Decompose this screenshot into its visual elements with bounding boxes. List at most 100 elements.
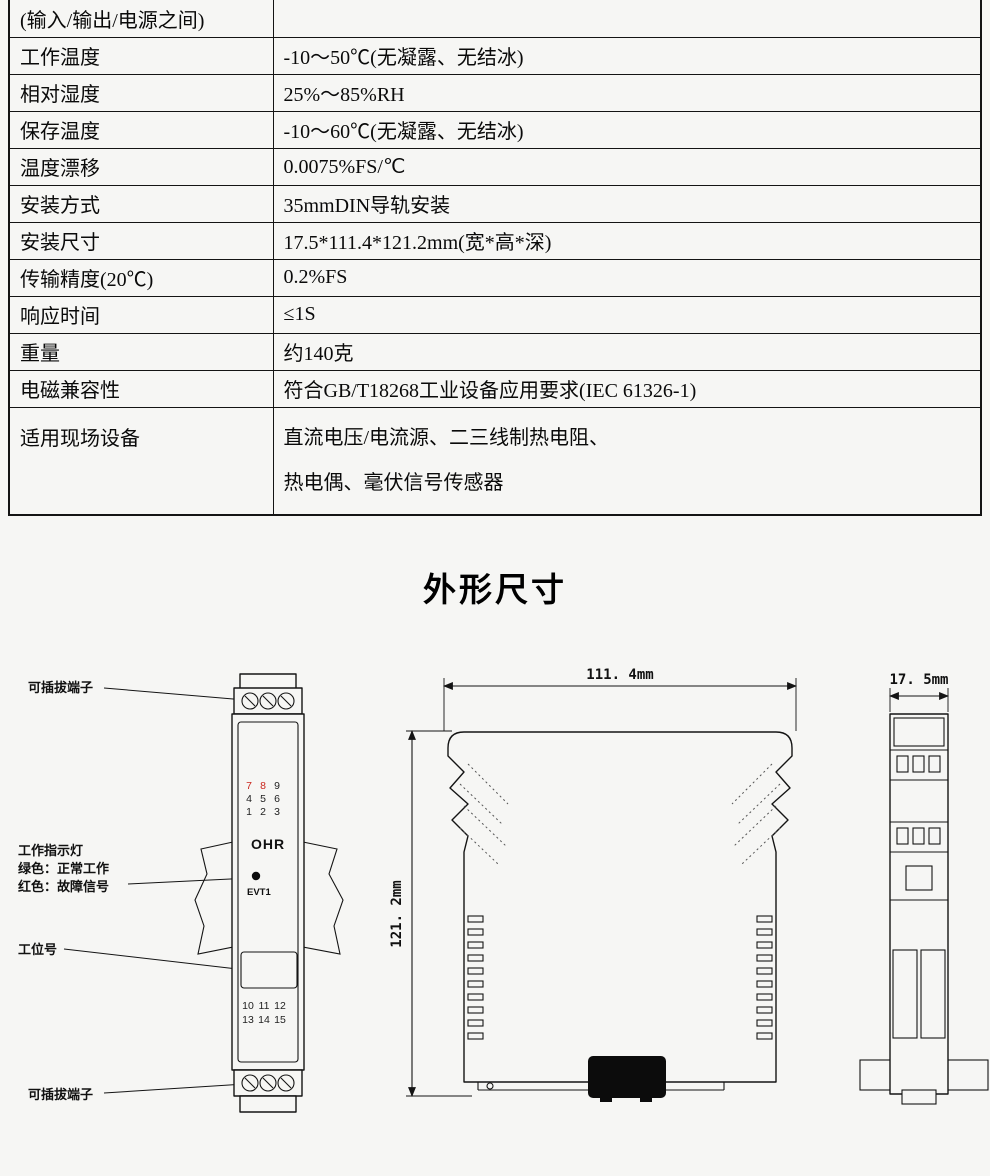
spec-row: 工作温度 -10～50℃(无凝露、无结冰) [8, 36, 982, 75]
spec-value: 直流电压/电流源、二三线制热电阻、 热电偶、毫伏信号传感器 [272, 406, 982, 515]
end-terminal-windows-top [896, 755, 941, 773]
terminal-number: 11 [259, 1000, 270, 1012]
end-foot [901, 1089, 937, 1105]
end-top-cap [893, 717, 945, 747]
spec-row: 电磁兼容性 符合GB/T18268工业设备应用要求(IEC 61326-1) [8, 369, 982, 408]
leader-line [127, 877, 252, 885]
spec-value-line: 直流电压/电流源、二三线制热电阻、 [283, 426, 610, 449]
end-terminal-comb [920, 949, 946, 1039]
terminal-number: 5 [260, 793, 266, 805]
end-body [889, 713, 949, 1095]
spec-value: -10～60℃(无凝露、无结冰) [272, 110, 982, 149]
terminal-number: 9 [274, 780, 280, 792]
vent-slots-left [467, 915, 484, 1040]
spec-value: 0.0075%FS/℃ [272, 147, 982, 186]
clip-foot [640, 1098, 652, 1102]
spec-row: (输入/输出/电源之间) [8, 0, 982, 38]
housing-profile [447, 731, 793, 1083]
spec-value: 符合GB/T18268工业设备应用要求(IEC 61326-1) [272, 369, 982, 408]
top-terminal-screws [241, 692, 295, 710]
terminal-number: 10 [242, 1000, 254, 1012]
label-pluggable-terminal-top: 可插拔端子 [28, 680, 93, 695]
spec-row: 适用现场设备 直流电压/电流源、二三线制热电阻、 热电偶、毫伏信号传感器 [8, 406, 982, 515]
module-body [231, 713, 305, 1071]
spec-value: 17.5*111.4*121.2mm(宽*高*深) [272, 221, 982, 260]
dimension-depth: 17. 5mm [889, 672, 948, 688]
spec-row: 重量 约140克 [8, 332, 982, 371]
spec-value-line: 热电偶、毫伏信号传感器 [283, 471, 504, 494]
clip-foot [600, 1098, 612, 1102]
spec-value [272, 0, 982, 38]
spec-label: 传输精度(20℃) [8, 258, 274, 297]
led-label: EVT1 [247, 887, 271, 898]
spec-label: 温度漂移 [8, 147, 274, 186]
leader-line [103, 687, 246, 701]
spec-label: 安装尺寸 [8, 221, 274, 260]
spec-label: 工作温度 [8, 36, 274, 75]
spec-value: 0.2%FS [272, 258, 982, 297]
brand-logo: OHR [251, 836, 285, 852]
din-rail-left [194, 841, 234, 955]
spec-label: 安装方式 [8, 184, 274, 223]
dimension-height: 121. 2mm [389, 880, 405, 947]
terminal-number: 13 [242, 1014, 254, 1026]
terminal-numbers-bottom: 10 11 12 13 14 15 [242, 1000, 286, 1026]
section-title: 外形尺寸 [423, 571, 567, 608]
front-view: 7 8 9 4 5 6 1 2 3 OHR EVT1 1 [194, 673, 344, 1113]
spec-value: 25%～85%RH [272, 73, 982, 112]
spec-row: 响应时间 ≤1S [8, 295, 982, 334]
terminal-number: 6 [274, 793, 280, 805]
din-clip-block [588, 1056, 666, 1098]
terminal-number: 7 [246, 780, 252, 792]
vent-slots-right [756, 915, 773, 1040]
spec-label: (输入/输出/电源之间) [8, 0, 274, 38]
terminal-number: 3 [274, 806, 280, 818]
label-indicator-red: 红色：故障信号 [18, 879, 109, 894]
spec-label: 适用现场设备 [8, 406, 274, 515]
end-view: 17. 5mm [859, 672, 989, 1105]
spec-row: 温度漂移 0.0075%FS/℃ [8, 147, 982, 186]
end-latch [905, 865, 933, 891]
end-terminal-windows-mid [896, 827, 941, 845]
spec-label: 重量 [8, 332, 274, 371]
end-terminal-comb [892, 949, 918, 1039]
dimension-drawing: 可插拔端子 工作指示灯 绿色：正常工作 红色：故障信号 工位号 可插拔端子 [0, 652, 990, 1172]
spec-row: 安装尺寸 17.5*111.4*121.2mm(宽*高*深) [8, 221, 982, 260]
label-indicator-title: 工作指示灯 [18, 843, 83, 858]
spec-row: 传输精度(20℃) 0.2%FS [8, 258, 982, 297]
spec-row: 安装方式 35mmDIN导轨安装 [8, 184, 982, 223]
status-led [251, 871, 261, 881]
label-station-number: 工位号 [18, 942, 57, 957]
terminal-number: 1 [246, 806, 252, 818]
spec-table: (输入/输出/电源之间) 工作温度 -10～50℃(无凝露、无结冰) 相对湿度 … [8, 0, 982, 516]
spec-label: 保存温度 [8, 110, 274, 149]
spec-value: -10～50℃(无凝露、无结冰) [272, 36, 982, 75]
module-faceplate [237, 721, 299, 1063]
leader-line [103, 1083, 246, 1094]
spec-label: 相对湿度 [8, 73, 274, 112]
dimension-width: 111. 4mm [586, 667, 653, 683]
din-rail-right [302, 841, 344, 955]
leader-line [63, 948, 247, 971]
spec-label: 电磁兼容性 [8, 369, 274, 408]
spec-row: 相对湿度 25%～85%RH [8, 73, 982, 112]
station-number-box [240, 951, 298, 989]
terminal-number: 15 [274, 1014, 286, 1026]
terminal-number: 14 [258, 1014, 270, 1026]
terminal-numbers-top: 7 8 9 4 5 6 1 2 3 [246, 780, 280, 818]
grip-texture [459, 763, 781, 865]
terminal-number: 2 [260, 806, 266, 818]
side-view: 111. 4mm 121. 2mm [389, 667, 797, 1102]
terminal-number: 4 [246, 793, 252, 805]
clip-roller [486, 1082, 494, 1090]
spec-value: ≤1S [272, 295, 982, 334]
spec-row: 保存温度 -10～60℃(无凝露、无结冰) [8, 110, 982, 149]
bottom-mount-tab [239, 1095, 297, 1113]
label-indicator-green: 绿色：正常工作 [18, 861, 109, 876]
bottom-terminal-screws [241, 1074, 295, 1092]
terminal-number: 12 [274, 1000, 286, 1012]
spec-value: 35mmDIN导轨安装 [272, 184, 982, 223]
spec-value: 约140克 [272, 332, 982, 371]
terminal-number: 8 [260, 780, 266, 792]
